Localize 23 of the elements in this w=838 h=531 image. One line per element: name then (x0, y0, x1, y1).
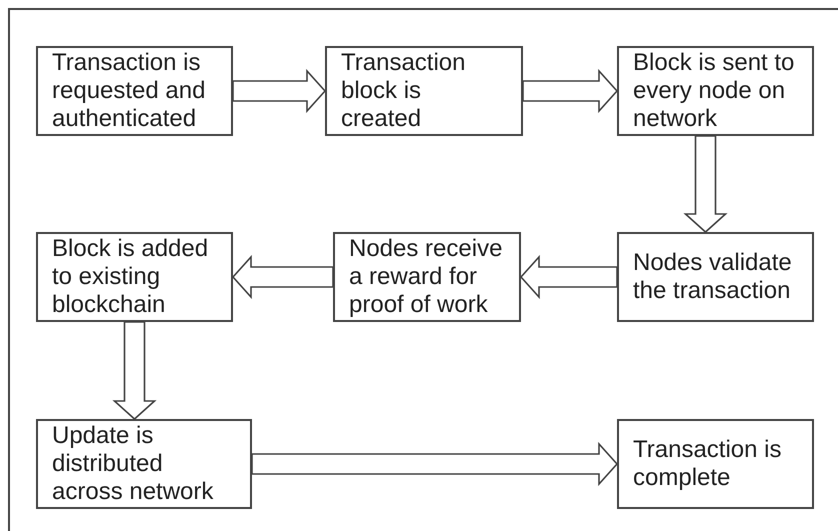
process-box (36, 419, 252, 509)
block-arrow (522, 68, 618, 114)
step-text: Transaction is requested and authenticated (52, 49, 206, 133)
process-box (36, 46, 233, 136)
process-box (617, 419, 814, 509)
step-text: Transaction is complete (633, 436, 782, 492)
block-arrow (683, 135, 728, 234)
block-arrow (251, 442, 618, 486)
process-box (325, 46, 523, 136)
block-arrow (232, 68, 326, 114)
process-box (333, 232, 521, 322)
block-arrow (520, 254, 618, 300)
step-text: Nodes validate the transaction (633, 249, 793, 305)
process-box (617, 232, 814, 322)
step-text: Nodes receive a reward for proof of work (349, 235, 504, 319)
step-text: Block is sent to every node on network (633, 49, 796, 133)
process-box (36, 232, 233, 322)
block-arrow (232, 254, 334, 300)
process-box (617, 46, 814, 136)
block-arrow (112, 321, 157, 420)
step-text: Transaction block is created (341, 49, 466, 133)
step-text: Block is added to existing blockchain (52, 235, 210, 319)
step-text: Update is distributed across network (52, 422, 214, 506)
